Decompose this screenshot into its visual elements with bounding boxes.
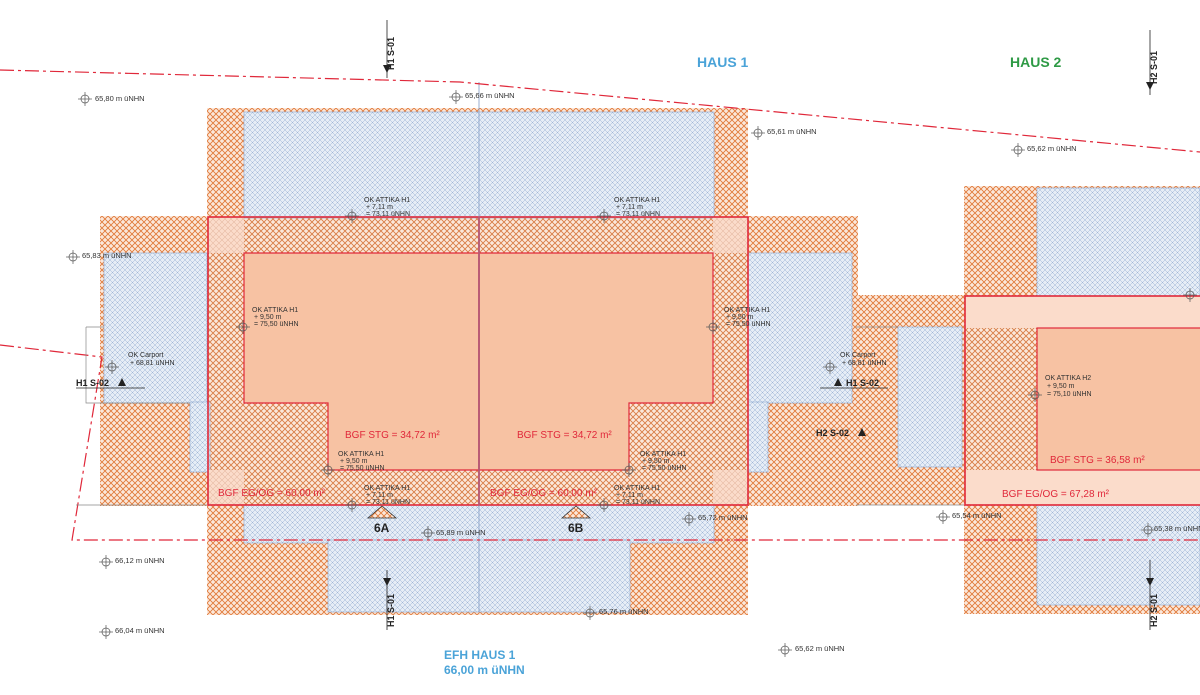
attika-label: OK ATTIKA H1	[724, 307, 770, 314]
haus2-band	[965, 296, 1200, 328]
attika-label: = 73,11 üNHN	[616, 499, 660, 506]
attika-label: + 7,11 m	[366, 492, 393, 499]
haus1-left-roof	[103, 252, 208, 404]
attika-label: OK ATTIKA H1	[364, 197, 410, 204]
haus2-bgf-outline	[964, 295, 1200, 506]
attika-label: = 75,10 üNHN	[1047, 391, 1092, 398]
level-label: 66,04 m üNHN	[115, 626, 165, 635]
entrance-a-label: 6A	[374, 521, 390, 535]
haus2-lower-roof	[1036, 504, 1200, 606]
level-label: 65,83 m üNHN	[82, 251, 132, 260]
attika-label: = 75,50 üNHN	[340, 465, 385, 472]
carport-label: + 68,81 üNHN	[842, 360, 887, 367]
attika-label: OK ATTIKA H1	[338, 451, 384, 458]
attika-label: + 9,50 m	[726, 314, 754, 321]
entrance-a-icon	[366, 505, 398, 519]
level-label: 65,80 m üNHN	[95, 94, 145, 103]
property-boundary-top	[0, 69, 1200, 153]
entrance-b-label: 6B	[568, 521, 584, 535]
attika-label: + 7,11 m	[616, 492, 643, 499]
haus1-overlay-band	[208, 217, 748, 505]
level-labels: 65,80 m üNHN 65,66 m üNHN 65,61 m üNHN 6…	[82, 91, 1200, 653]
level-label: 66,12 m üNHN	[115, 556, 165, 565]
attika-label: = 75,50 üNHN	[726, 321, 771, 328]
carport-label: + 68,81 üNHN	[130, 360, 175, 367]
property-boundary-left	[0, 344, 1200, 541]
bgf-label: BGF EG/OG = 60,00 m²	[218, 488, 326, 499]
bgf-labels: BGF EG/OG = 60,00 m² BGF EG/OG = 60,00 m…	[218, 430, 1145, 500]
haus1-group	[100, 82, 858, 615]
level-markers	[66, 90, 1197, 657]
level-label: 65,54 m üNHN	[952, 511, 1002, 520]
bgf-label: BGF EG/OG = 67,28 m²	[1002, 489, 1110, 500]
haus2-overlay	[965, 328, 1037, 470]
section-label: H1 S-02	[846, 378, 879, 388]
level-label: 65,66 m üNHN	[465, 91, 515, 100]
haus1-staffel-b	[479, 253, 713, 470]
bgf-label: BGF STG = 36,58 m²	[1050, 455, 1145, 466]
section-label: H1 S-02	[76, 378, 109, 388]
haus1-heading: HAUS 1	[697, 54, 749, 70]
level-label: 65,62 m üNHN	[795, 644, 845, 653]
section-markers: H1 S-01 H1 S-01 H2 S-01 H2 S-01 H1 S-02 …	[76, 20, 1159, 630]
connector-roof	[897, 326, 963, 468]
entrance-markers: 6A 6B	[366, 505, 592, 535]
level-label: 65,61 m üNHN	[767, 127, 817, 136]
attika-label: OK ATTIKA H2	[1045, 375, 1091, 382]
haus1-right-roof	[747, 252, 853, 404]
section-arrow-icon	[834, 378, 842, 386]
haus2-stg-outline	[1036, 327, 1200, 471]
attika-label: + 7,11 m	[366, 204, 393, 211]
section-label: H2 S-01	[1149, 594, 1159, 627]
haus1-right-roof-low	[747, 401, 769, 473]
attika-label: + 9,50 m	[1047, 383, 1075, 390]
bgf-label: BGF STG = 34,72 m²	[345, 430, 440, 441]
haus2-heading: HAUS 2	[1010, 54, 1062, 70]
haus1-left-roof-low	[189, 401, 211, 473]
level-label: 65,38 m üNHN	[1154, 524, 1200, 533]
section-label: H2 S-02	[816, 428, 849, 438]
haus2-upper-roof	[1036, 187, 1200, 297]
attika-label: = 73,11 üNHN	[366, 499, 410, 506]
haus2-group	[964, 186, 1200, 614]
section-label: H1 S-01	[386, 594, 396, 627]
bgf-label: BGF EG/OG = 60,00 m²	[490, 488, 598, 499]
attika-label: OK ATTIKA H1	[640, 451, 686, 458]
section-arrow-icon	[858, 428, 866, 436]
attika-label: + 9,50 m	[254, 314, 282, 321]
carport-label: OK Carport	[128, 352, 163, 359]
entrance-b-icon	[560, 505, 592, 519]
attika-label: OK ATTIKA H1	[614, 197, 660, 204]
bgf-label: BGF STG = 34,72 m²	[517, 430, 612, 441]
attika-label: = 75,50 üNHN	[254, 321, 299, 328]
attika-label: + 7,11 m	[616, 204, 643, 211]
footer-level: 66,00 m üNHN	[444, 663, 525, 677]
carport-outline	[85, 327, 190, 404]
attika-label: = 73,11 üNHN	[616, 211, 660, 218]
attika-label: OK ATTIKA H1	[614, 485, 660, 492]
carport-label: OK Carport	[840, 352, 875, 359]
carport-outline-right	[856, 326, 964, 506]
level-label: 65,76 m üNHN	[599, 607, 649, 616]
attika-label: + 9,50 m	[642, 458, 670, 465]
attika-label: = 73,11 üNHN	[366, 211, 410, 218]
attika-annotations: OK ATTIKA H1 + 7,11 m = 73,11 üNHN OK AT…	[128, 197, 1092, 506]
haus2-staffel	[1037, 328, 1200, 470]
level-label: 65,72 m üNHN	[698, 513, 748, 522]
level-label: 65,62 m üNHN	[1027, 144, 1077, 153]
section-arrow-icon	[118, 378, 126, 386]
level-label: 65,89 m üNHN	[436, 528, 486, 537]
section-label: H2 S-01	[1149, 51, 1159, 84]
attika-label: + 9,50 m	[340, 458, 368, 465]
attika-label: = 75,50 üNHN	[642, 465, 687, 472]
section-label: H1 S-01	[386, 37, 396, 70]
haus1-staffel-a	[244, 253, 479, 470]
haus2-band-low	[965, 470, 1200, 505]
attika-label: OK ATTIKA H1	[252, 307, 298, 314]
footer-title: EFH HAUS 1	[444, 648, 516, 662]
attika-label: OK ATTIKA H1	[364, 485, 410, 492]
